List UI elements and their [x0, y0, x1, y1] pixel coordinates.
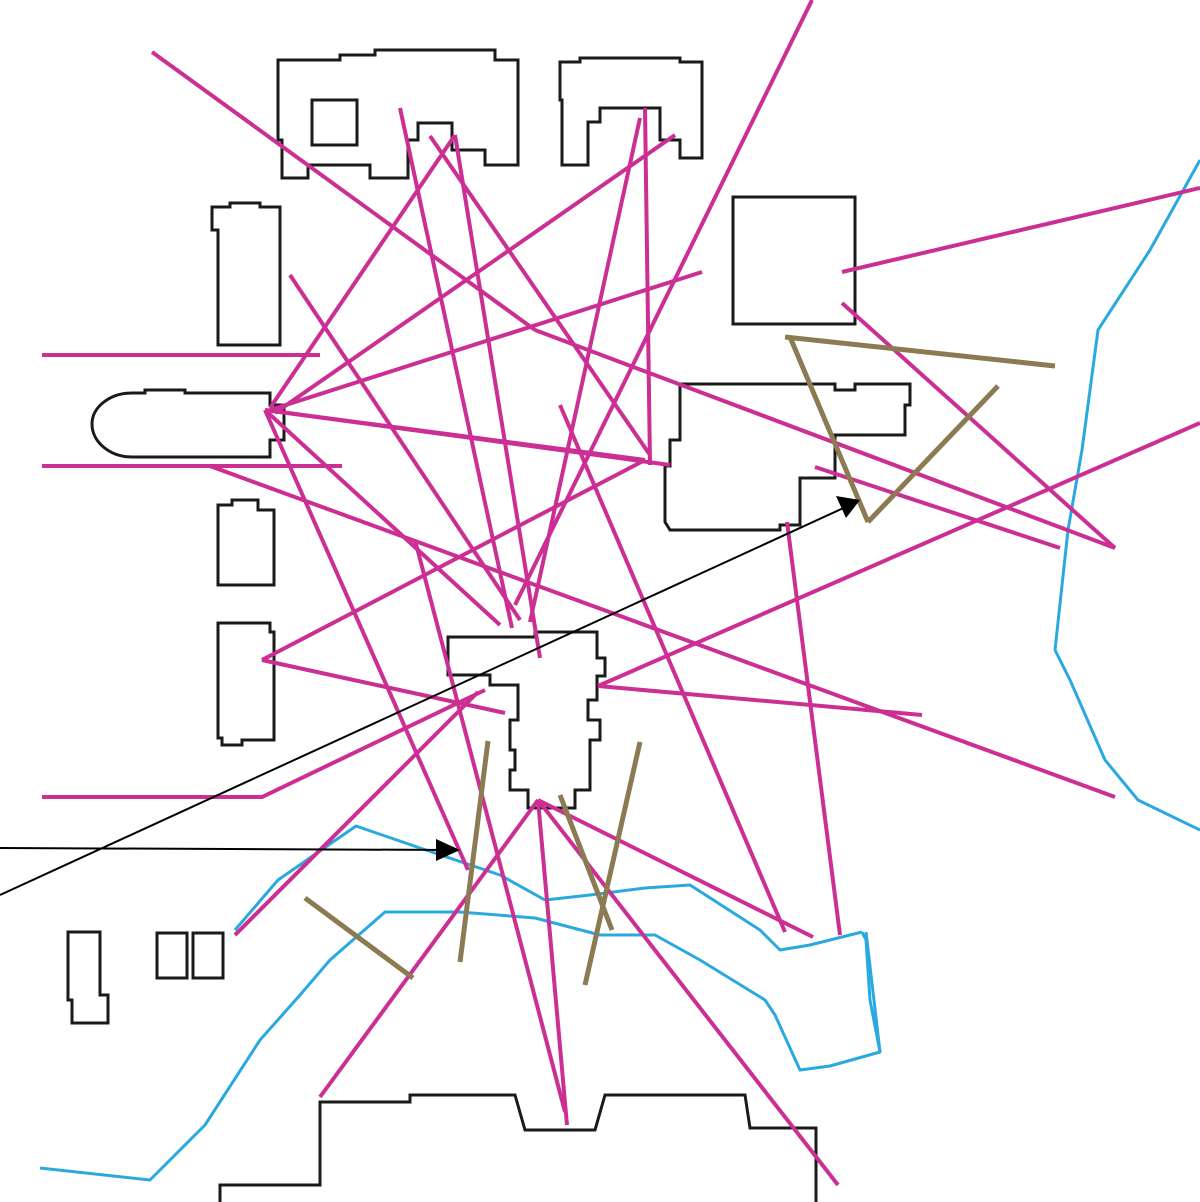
building-east-square	[731, 195, 857, 326]
obstruction-line	[457, 740, 491, 963]
sightline	[273, 133, 677, 415]
building-south-west-kiosk-b	[191, 931, 225, 980]
building-north-courtyard	[310, 98, 359, 147]
sightline	[785, 521, 842, 936]
sightline	[428, 134, 652, 457]
obstruction-line	[866, 384, 1000, 524]
sightline	[841, 186, 1200, 274]
direction-arrow	[0, 847, 453, 851]
obstruction-line	[303, 895, 415, 981]
building-west-domed	[90, 388, 286, 459]
sightline	[288, 273, 522, 622]
sightline	[597, 684, 923, 717]
building-south-large	[218, 1093, 818, 1202]
pond-outline	[860, 931, 882, 1053]
barrier-layer	[303, 334, 1056, 986]
sightline	[814, 465, 1061, 550]
sightline	[150, 50, 537, 332]
direction-arrow	[0, 504, 851, 896]
obstruction-line	[582, 741, 643, 986]
sightline	[537, 798, 814, 939]
river-south-lower-bank	[39, 910, 882, 1182]
sightline	[261, 658, 506, 715]
river-south-upper-bank	[233, 824, 863, 952]
building-central	[446, 630, 607, 810]
building-layer	[66, 48, 912, 1202]
obstruction-line	[557, 794, 615, 931]
sightline	[264, 408, 646, 462]
building-west-north	[210, 201, 282, 347]
sightline	[261, 458, 646, 662]
building-south-west-tall	[66, 930, 110, 1025]
building-west-middle	[216, 498, 276, 587]
water-layer	[39, 159, 1200, 1182]
arrowhead-icon	[836, 496, 860, 518]
sightline	[558, 404, 787, 933]
sightline	[269, 270, 703, 412]
sightline	[536, 799, 569, 1126]
building-north-center	[276, 48, 520, 180]
arrowhead-icon	[436, 839, 460, 861]
arrow-layer	[0, 496, 860, 896]
sightline	[263, 409, 470, 871]
sightline	[528, 117, 642, 623]
building-west-south	[216, 621, 276, 747]
sightline	[268, 133, 457, 410]
sightline	[263, 408, 502, 627]
sightline	[643, 107, 652, 466]
obstruction-line	[787, 336, 871, 523]
sightline	[233, 690, 480, 937]
obstruction-line	[784, 334, 1056, 369]
sightline	[413, 539, 567, 1113]
sightline	[42, 688, 486, 799]
building-south-west-kiosk-a	[155, 931, 189, 980]
building-north-east	[558, 56, 704, 167]
sightline	[597, 421, 1200, 688]
sightline	[840, 301, 1117, 550]
sightline-layer	[42, 0, 1200, 1187]
sightline	[453, 134, 542, 659]
river-east	[1053, 159, 1200, 832]
sightline	[209, 464, 1116, 799]
sightline	[318, 798, 540, 1099]
